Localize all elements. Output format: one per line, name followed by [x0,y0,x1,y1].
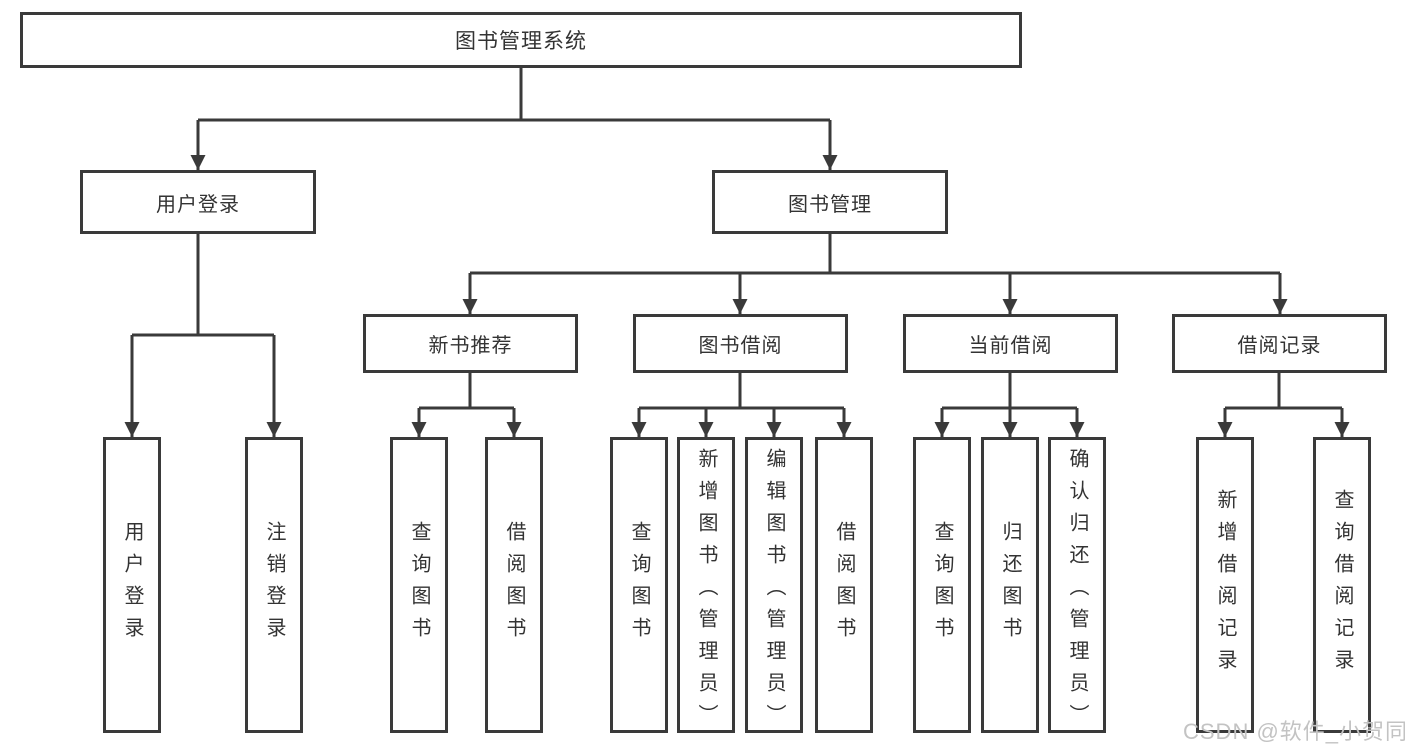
leaf-label: 查询借阅记录 [1331,489,1353,681]
leaf-records-query-record: 查询借阅记录 [1313,437,1371,733]
node-borrow-records: 借阅记录 [1172,314,1387,373]
leaf-label: 查询图书 [931,521,953,649]
leaf-records-add-record: 新增借阅记录 [1196,437,1254,733]
leaf-borrow-borrow-books: 借阅图书 [815,437,873,733]
leaf-newbook-query-books: 查询图书 [390,437,448,733]
leaf-current-return-books: 归还图书 [981,437,1039,733]
leaf-borrow-add-books-admin: 新增图书（管理员） [677,437,735,736]
leaf-current-confirm-return-admin: 确认归还（管理员） [1048,437,1106,736]
node-book-borrow: 图书借阅 [633,314,848,373]
leaf-label: 借阅图书 [503,521,525,649]
leaf-label: 用户登录 [121,521,143,649]
leaf-label: 新增图书（管理员） [695,448,717,736]
leaf-logout: 注销登录 [245,437,303,733]
leaf-label: 确认归还（管理员） [1066,448,1088,736]
leaf-label: 注销登录 [263,521,285,649]
node-library-management-system: 图书管理系统 [20,12,1022,68]
leaf-current-query-books: 查询图书 [913,437,971,733]
leaf-label: 查询图书 [408,521,430,649]
leaf-user-login: 用户登录 [103,437,161,733]
leaf-label: 借阅图书 [833,521,855,649]
node-user-login: 用户登录 [80,170,316,234]
csdn-watermark: CSDN @软件_小贺同学 [1183,719,1405,744]
leaf-borrow-edit-books-admin: 编辑图书（管理员） [745,437,803,736]
leaf-label: 编辑图书（管理员） [763,448,785,736]
node-new-book-recommend: 新书推荐 [363,314,578,373]
leaf-label: 查询图书 [628,521,650,649]
leaf-borrow-query-books: 查询图书 [610,437,668,733]
leaf-newbook-borrow-books: 借阅图书 [485,437,543,733]
leaf-label: 归还图书 [999,521,1021,649]
leaf-label: 新增借阅记录 [1214,489,1236,681]
node-current-borrow: 当前借阅 [903,314,1118,373]
node-book-management: 图书管理 [712,170,948,234]
